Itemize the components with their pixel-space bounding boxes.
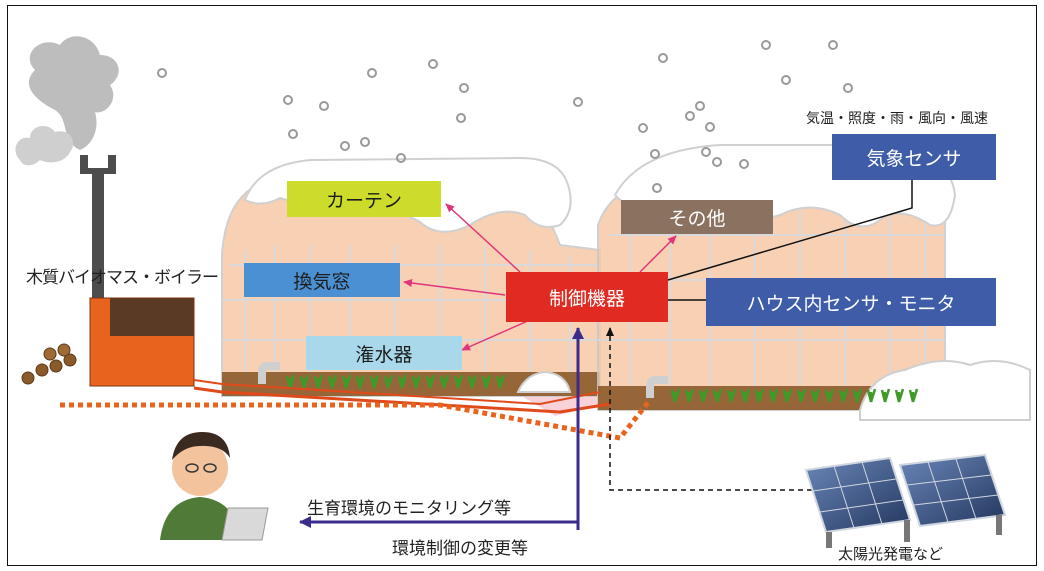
- boiler-label: 木質バイオマス・ボイラー: [26, 268, 219, 288]
- seedling-icon: [313, 374, 324, 389]
- snowflake-icon: [157, 68, 167, 78]
- seedling-icon: [698, 388, 709, 403]
- seedling-icon: [425, 374, 436, 389]
- seedling-icon: [838, 388, 849, 403]
- weather-sensor-box: 気象センサ: [832, 134, 996, 180]
- seedlings-icon: [285, 374, 919, 403]
- seedling-icon: [726, 388, 737, 403]
- solar-panel-icon: [804, 453, 1007, 548]
- seedling-icon: [397, 374, 408, 389]
- seedling-icon: [383, 374, 394, 389]
- snowflake-icon: [340, 141, 350, 151]
- seedling-icon: [341, 374, 352, 389]
- snowflake-icon: [701, 147, 711, 157]
- snowflake-icon: [781, 75, 791, 85]
- seedling-icon: [355, 374, 366, 389]
- snowflake-icon: [319, 101, 329, 111]
- snowflake-icon: [288, 129, 298, 139]
- remote-control-arrows: [299, 327, 584, 530]
- sensor-lines: [606, 180, 913, 491]
- snowflake-icon: [283, 95, 293, 105]
- snowflake-icon: [650, 149, 660, 159]
- seedling-icon: [670, 388, 681, 403]
- snowflake-icon: [658, 53, 668, 63]
- seedling-icon: [796, 388, 807, 403]
- heating-pipe: [60, 379, 652, 441]
- seedling-icon: [782, 388, 793, 403]
- smoke-plume-icon: [15, 36, 119, 166]
- seedling-icon: [495, 374, 506, 389]
- snowflake-icon: [828, 40, 838, 50]
- controller-box: 制御機器: [506, 272, 668, 322]
- seedling-icon: [453, 374, 464, 389]
- water-faucet-icon: [258, 362, 668, 398]
- control-arrows: [403, 203, 677, 351]
- snowflake-icon: [652, 183, 662, 193]
- snowflake-icon: [459, 83, 469, 93]
- seedling-icon: [327, 374, 338, 389]
- seedling-icon: [299, 374, 310, 389]
- seedling-icon: [810, 388, 821, 403]
- snowflake-icon: [685, 111, 695, 121]
- house-sensor-box: ハウス内センサ・モニタ: [706, 278, 996, 326]
- diagram-border: [7, 5, 1037, 566]
- seedling-icon: [467, 374, 478, 389]
- seedling-icon: [369, 374, 380, 389]
- solar-label: 太陽光発電など: [838, 545, 944, 563]
- snowflake-icon: [367, 68, 377, 78]
- snowflake-icon: [705, 122, 715, 132]
- seedling-icon: [285, 374, 296, 389]
- monitoring-label: 生育環境のモニタリング等: [307, 499, 511, 519]
- snow-icon: [157, 40, 853, 193]
- snowflake-icon: [843, 83, 853, 93]
- snowflake-icon: [638, 123, 648, 133]
- boiler-icon: [89, 297, 195, 387]
- firewood-logs-icon: [21, 343, 77, 385]
- person-with-laptop-icon: [160, 432, 269, 541]
- snowflake-icon: [396, 153, 406, 163]
- seedling-icon: [894, 388, 905, 403]
- seedling-icon: [866, 388, 877, 403]
- vent-box: 換気窓: [244, 263, 400, 297]
- weather-items-label: 気温・照度・雨・風向・風速: [806, 111, 988, 127]
- seedling-icon: [754, 388, 765, 403]
- irrigation-box: 潅水器: [306, 336, 462, 370]
- seedling-icon: [908, 388, 919, 403]
- curtain-box: カーテン: [287, 181, 441, 217]
- seedling-icon: [712, 388, 723, 403]
- seedling-icon: [740, 388, 751, 403]
- seedling-icon: [481, 374, 492, 389]
- snowflake-icon: [456, 113, 466, 123]
- seedling-icon: [852, 388, 863, 403]
- snowflake-icon: [428, 59, 438, 69]
- snowflake-icon: [695, 101, 705, 111]
- snowflake-icon: [761, 40, 771, 50]
- control-change-label: 環境制御の変更等: [392, 539, 528, 559]
- seedling-icon: [824, 388, 835, 403]
- chimney-icon: [80, 155, 116, 330]
- snowflake-icon: [739, 159, 749, 169]
- snowflake-icon: [360, 137, 370, 147]
- seedling-icon: [768, 388, 779, 403]
- seedling-icon: [880, 388, 891, 403]
- snowflake-icon: [712, 157, 722, 167]
- seedling-icon: [411, 374, 422, 389]
- snowflake-icon: [573, 97, 583, 107]
- seedling-icon: [684, 388, 695, 403]
- other-box: その他: [621, 200, 773, 234]
- seedling-icon: [439, 374, 450, 389]
